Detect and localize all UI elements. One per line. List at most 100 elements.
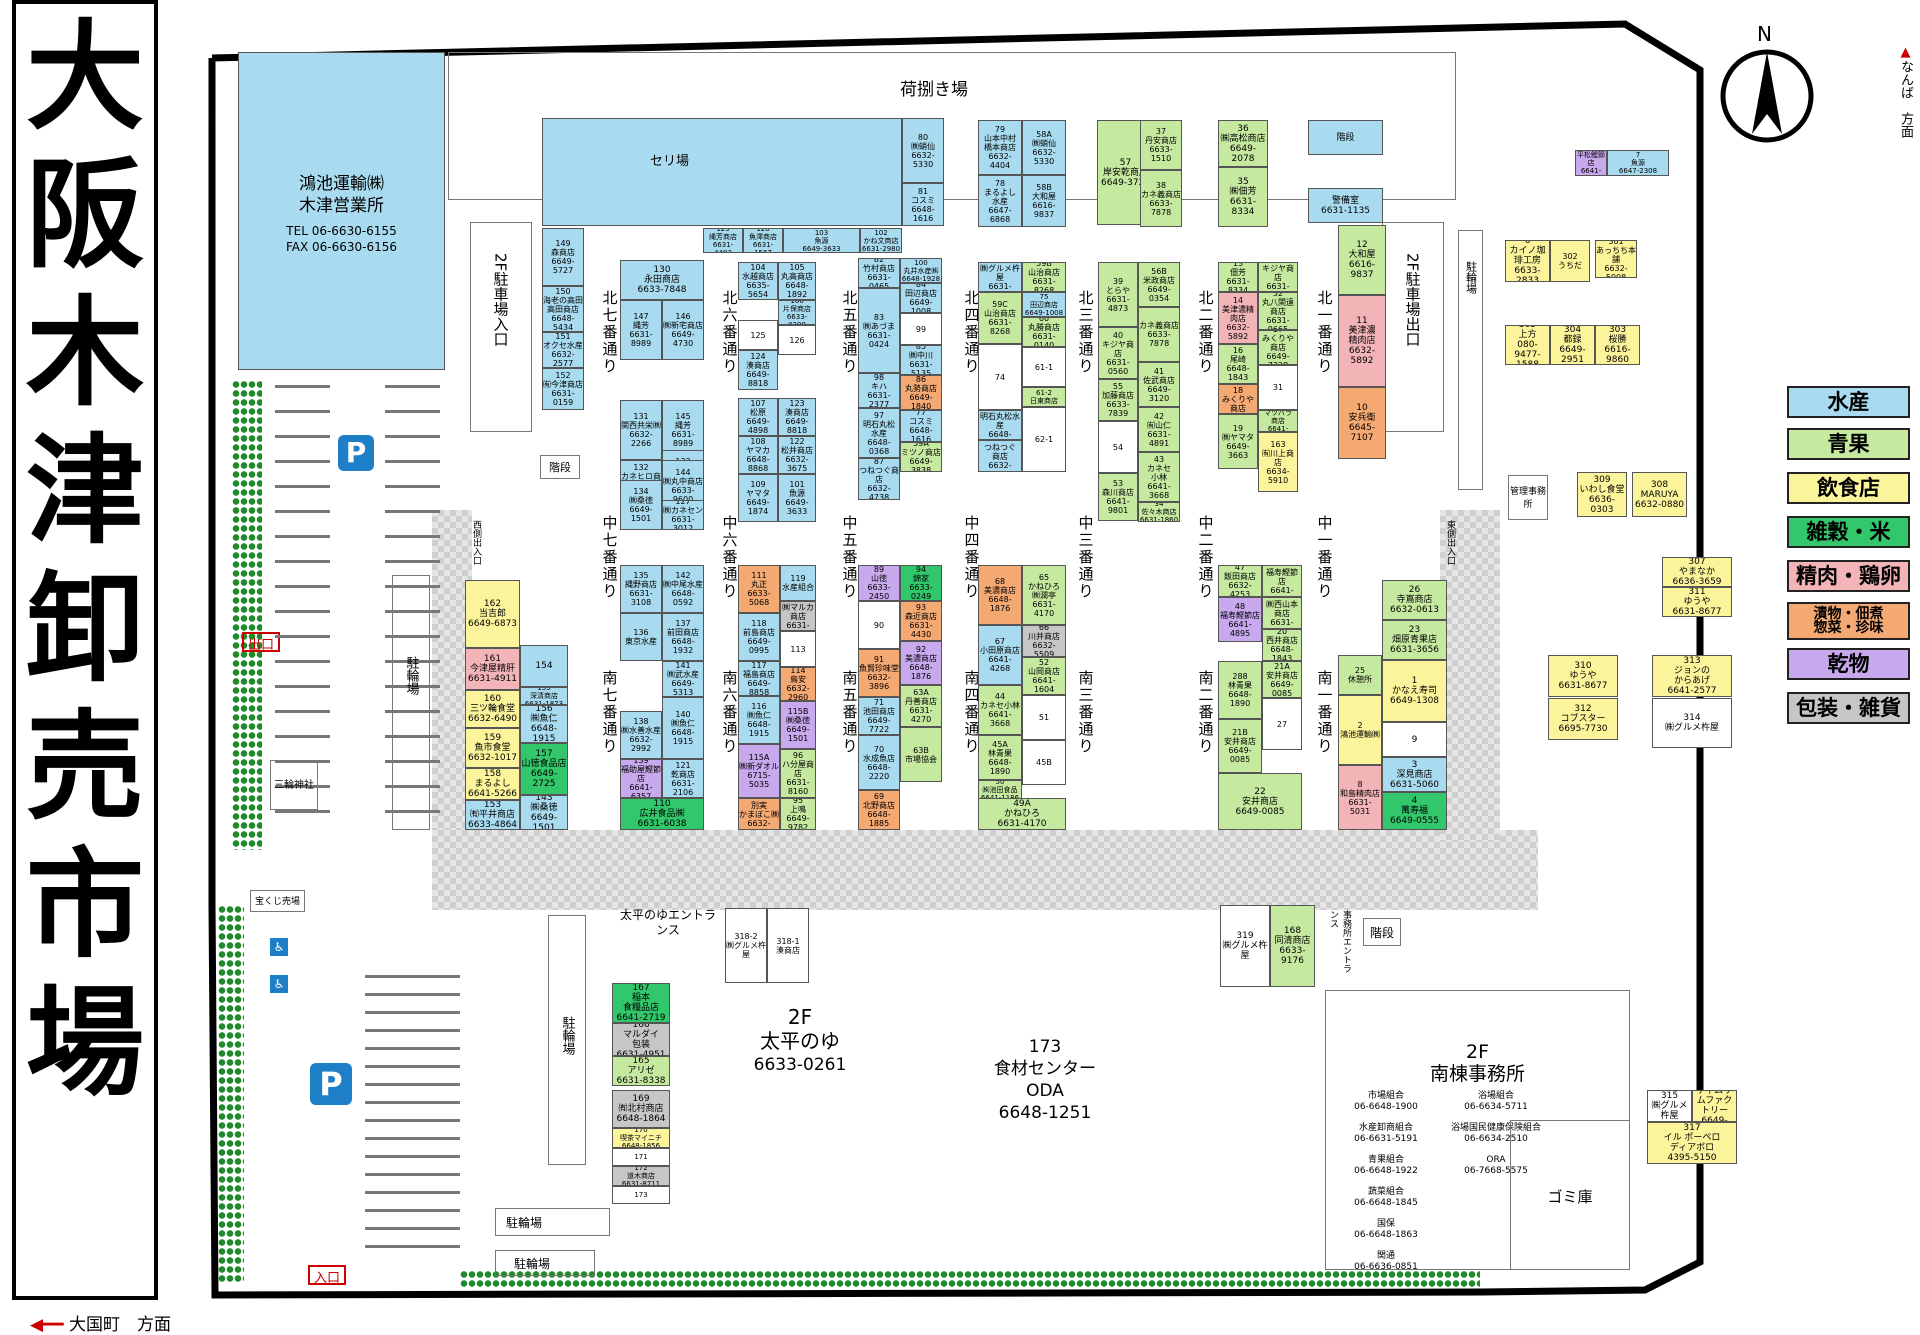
market-stall: 43 カネセ 小林 6641-3668 xyxy=(1138,452,1180,502)
office-entrance: 事務所エントランス xyxy=(1328,910,1351,973)
market-stall: 158 まるよし 6641-5266 xyxy=(465,768,520,800)
market-stall: 73 明石丸松水産 6648-0368 xyxy=(978,410,1022,440)
market-stall: 136 東京水産 xyxy=(620,613,662,661)
parking-space-line xyxy=(365,975,460,978)
compass-icon xyxy=(1720,49,1814,143)
market-stall: 48 福寿鰹節店 6641-4895 xyxy=(1218,597,1262,642)
parking-space-line xyxy=(385,460,440,463)
market-stall: 314 ㈱グルメ杵屋 xyxy=(1652,698,1732,748)
market-stall: 110 広井食品㈱ 6631-6038 xyxy=(620,798,704,830)
market-stall: 121 乾商店 6631-2106 xyxy=(662,759,704,798)
parking-icon: P xyxy=(338,435,374,471)
road-label: 中三番通り xyxy=(1078,514,1094,600)
market-stall: 139 福助屋鰹節店 6641-6357 xyxy=(620,759,662,798)
market-stall: 42 ㈲山仁 6631-4891 xyxy=(1138,407,1180,452)
market-stall: 17 みくりや 商店 6649-7328 xyxy=(1258,330,1298,365)
market-stall: 113 xyxy=(780,631,816,667)
koike-name2: 木津営業所 xyxy=(299,196,384,216)
road-label: 北五番通り xyxy=(842,289,858,375)
market-stall: 79 山本中村 橋本商店 6632-4404 xyxy=(978,120,1022,175)
market-stall: 137 前田商店 6648-1932 xyxy=(662,613,704,661)
road-label: 北二番通り xyxy=(1198,289,1214,375)
market-stall: 116 ㈱魚仁 6648-1915 xyxy=(738,696,780,744)
parking-space-line xyxy=(275,585,330,588)
road-label: 中一番通り xyxy=(1317,514,1333,600)
parking-space-line xyxy=(385,785,440,788)
koike-tel: TEL 06-6630-6155 xyxy=(286,224,397,238)
parking-space-line xyxy=(385,485,440,488)
market-stall: 171 xyxy=(612,1148,670,1166)
market-stall: 101 魚源 6649-3633 xyxy=(778,474,816,522)
market-stall: 146 ㈱新宅商店 6649-4730 xyxy=(662,300,704,360)
iriguchi-sign: 入口 xyxy=(308,1265,346,1286)
parking-space-line xyxy=(385,385,440,388)
parking-space-line xyxy=(385,510,440,513)
market-stall: 36 ㈱高松商店 6649-2078 xyxy=(1218,120,1268,167)
market-stall: 169 ㈲北村商店 6648-1864 xyxy=(612,1090,670,1128)
office-contact: 浴場組合 06-6634-5711 xyxy=(1464,1091,1528,1112)
market-stall: 172 道木商店 6631-8711 xyxy=(612,1166,670,1186)
sanrin-shrine: 三輪神社 xyxy=(270,760,318,810)
market-stall: 74 xyxy=(978,344,1022,410)
parking-space-line xyxy=(275,785,330,788)
nisabaki-area xyxy=(448,52,1456,200)
bicycle-parking-bottom2: 駐輪場 xyxy=(495,1250,595,1276)
parking-space-line xyxy=(275,635,330,638)
market-stall: 147 縄芳 6631-8989 xyxy=(620,300,662,360)
market-stall: 318-2 ㈱グルメ杵屋 xyxy=(725,908,767,983)
legend-item: 精肉・鶏卵 xyxy=(1787,560,1910,592)
market-stall: 94 錦家 6633-0249 xyxy=(900,565,942,601)
market-stall: 61-1 xyxy=(1022,347,1066,387)
parking-space-line xyxy=(365,1191,460,1194)
bottom-direction: ◀━━ 大国町 方面 xyxy=(30,1315,171,1335)
market-stall: 108 ヤマカ 6648-8868 xyxy=(738,436,778,474)
market-stall: 階段 xyxy=(1308,120,1383,155)
market-stall: 135 縄野商店 6631-3108 xyxy=(620,565,662,613)
market-stall: 127 ㈱カネセン 6631-3012 xyxy=(662,500,704,530)
market-stall: 53 森川商店 6641-9801 xyxy=(1098,473,1138,521)
market-stall: 59C 山治商店 6631-8268 xyxy=(978,292,1022,344)
market-stall: 118 前島商店 6649-0995 xyxy=(738,613,780,661)
market-stall: 29 ㈱西山本商店 6631-5953 xyxy=(1262,597,1302,629)
market-stall: 81 コスミ 6648-1616 xyxy=(902,183,944,226)
market-stall: 149 森商店 6649-5727 xyxy=(542,228,584,286)
market-stall: 315 ㈱グルメ杵屋 xyxy=(1647,1090,1692,1122)
market-stall: 155 深清商店 6631-1873 xyxy=(520,687,568,705)
bicycle-parking-bottom: 駐輪場 xyxy=(495,1208,610,1236)
market-stall: 23 畑原青果店 6631-3656 xyxy=(1382,620,1447,660)
market-stall: 310 ゆうや 6631-8677 xyxy=(1548,655,1618,697)
stairs-label: 階段 xyxy=(540,455,580,479)
legend-item: 飲食店 xyxy=(1787,472,1910,504)
market-stall: 161 今津屋精肝 6631-4911 xyxy=(465,648,520,690)
bicycle-parking-west: 駐輪場 xyxy=(392,575,430,830)
road-label: 北三番通り xyxy=(1078,289,1094,375)
parking-space-line xyxy=(385,610,440,613)
market-stall: 10 安兵衛 6645-7107 xyxy=(1338,387,1386,459)
parking-space-line xyxy=(275,510,330,513)
parking-2f-exit: 2F駐車場出口 xyxy=(1382,222,1444,432)
market-stall: 160 三ツ輪食堂 6632-6490 xyxy=(465,690,520,728)
market-stall: 56B 米政商店 6649-0354 xyxy=(1138,262,1180,307)
road-label: 中五番通り xyxy=(842,514,858,600)
market-stall: 70 水成魚店 6648-2220 xyxy=(858,735,900,790)
market-stall: 49B 福寿鰹節店 6641-4895 xyxy=(1262,565,1302,597)
market-stall: 305 上方 080-9477-1588 xyxy=(1505,325,1550,365)
parking-space-line xyxy=(275,410,330,413)
market-stall: 60 丸勝商店 6631-0140 xyxy=(1022,317,1066,347)
market-stall: 92 美濃商店 6648-1876 xyxy=(900,641,942,685)
market-stall: 93 森近商店 6631-4430 xyxy=(900,601,942,641)
parking-space-line xyxy=(385,410,440,413)
office-contact: 青果組合 06-6648-1922 xyxy=(1354,1155,1418,1176)
market-stall: 32 丸八関遠 商店 6631-9665 xyxy=(1258,292,1298,330)
market-stall: 7 魚源 6647-2308 xyxy=(1607,150,1669,176)
road-label: 南五番通り xyxy=(842,669,858,755)
parking-space-line xyxy=(365,993,460,996)
parking-space-line xyxy=(365,1011,460,1014)
market-stall: 304 都録 6649-2951 xyxy=(1550,325,1595,365)
parking-space-line xyxy=(365,1227,460,1230)
market-stall: 52 山岡商店 6641-1604 xyxy=(1022,657,1066,695)
market-stall: 138 ㈱水善水産 6632-2992 xyxy=(620,711,662,759)
